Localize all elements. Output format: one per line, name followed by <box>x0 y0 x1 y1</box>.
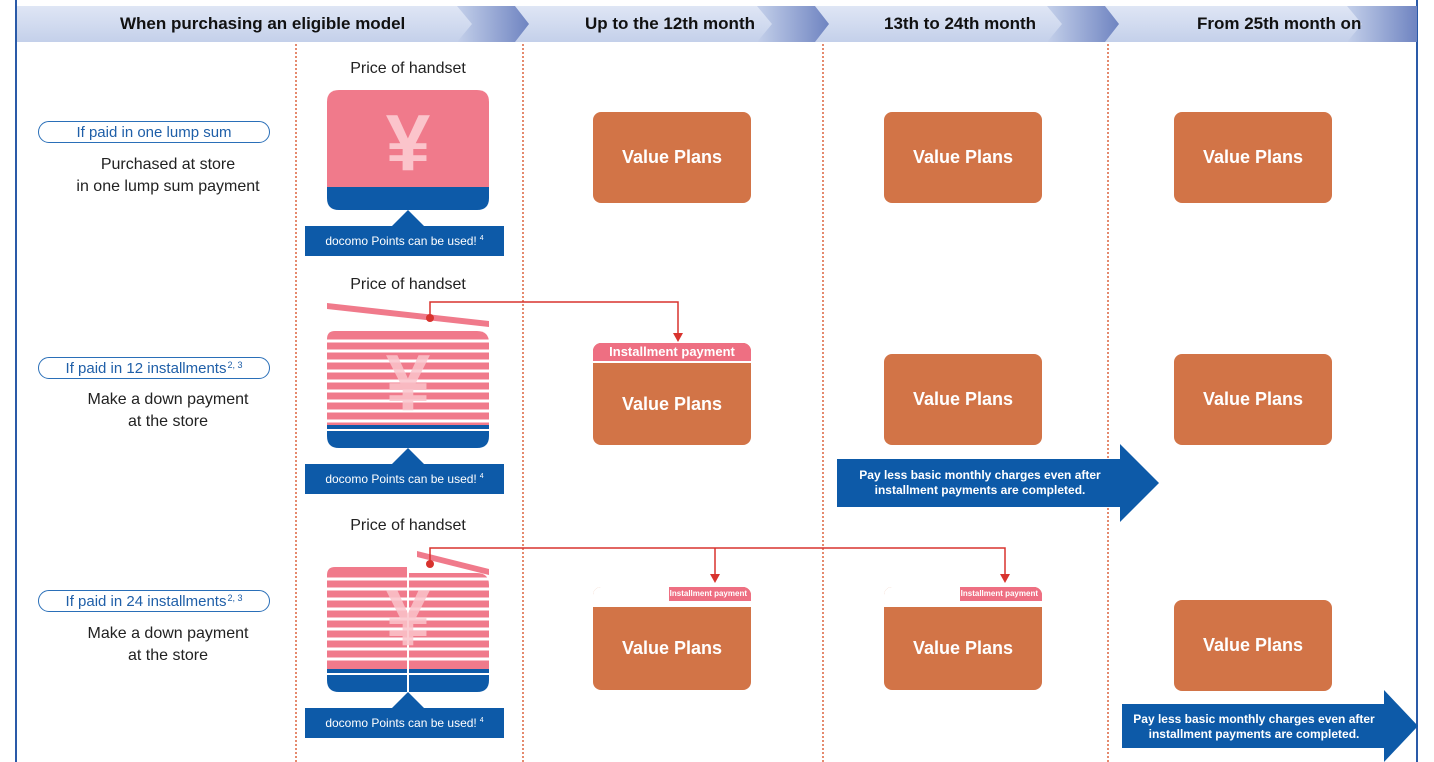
tag-separator <box>593 601 751 607</box>
points-footnote: 4 <box>479 234 484 242</box>
header-col-13-24: 13th to 24th month <box>884 14 1037 33</box>
savings-arrow-text: Pay less basic monthly charges even afte… <box>845 468 1115 498</box>
description-line: Purchased at store <box>100 156 236 173</box>
description-line: in one lump sum payment <box>76 178 260 195</box>
tag-separator <box>593 361 751 363</box>
tag-separator <box>884 601 1042 607</box>
arrow-text-line: installment payments are completed. <box>874 483 1086 497</box>
description-line: Make a down payment <box>87 391 249 408</box>
value-plans-installment-box: Installment payment Value Plans <box>593 587 751 690</box>
value-plans-box: Value Plans <box>1174 354 1332 445</box>
column-divider <box>295 44 297 762</box>
points-text: docomo Points can be used! <box>325 234 477 248</box>
installment-tag: Installment payment <box>593 587 751 601</box>
handset-installment-icon <box>327 303 489 448</box>
value-plans-label: Value Plans <box>621 393 723 414</box>
value-plans-label: Value Plans <box>621 638 723 658</box>
pill-footnote: 2, 3 <box>227 360 243 370</box>
handset-installment-icon <box>327 547 489 692</box>
row-description: Make a down payment at the store <box>43 389 293 433</box>
header-col-12th: Up to the 12th month <box>585 14 755 33</box>
row-description: Purchased at store in one lump sum payme… <box>43 154 293 198</box>
points-footnote: 4 <box>479 716 484 724</box>
installment-tag-text: Installment payment <box>960 589 1038 598</box>
column-divider <box>822 44 824 762</box>
savings-arrow <box>1122 690 1418 762</box>
value-plans-box: Value Plans <box>1174 600 1332 691</box>
installment-connector <box>426 301 683 342</box>
points-text: docomo Points can be used! <box>325 472 477 486</box>
payment-option-pill: If paid in one lump sum <box>38 121 270 143</box>
points-footnote: 4 <box>479 472 484 480</box>
savings-arrow-text: Pay less basic monthly charges even afte… <box>1122 712 1386 742</box>
pill-label: If paid in 24 installments <box>65 592 227 610</box>
description-line: Make a down payment <box>87 625 249 642</box>
arrow-text-line: Pay less basic monthly charges even afte… <box>1133 712 1375 726</box>
description-line: at the store <box>127 413 209 430</box>
yen-symbol: ¥ <box>385 573 431 662</box>
header-bar <box>17 6 1417 42</box>
points-pointer <box>392 448 424 464</box>
savings-arrow <box>837 444 1159 522</box>
price-of-handset-label: Price of handset <box>350 276 466 293</box>
row-description: Make a down payment at the store <box>43 623 293 667</box>
price-of-handset-label: Price of handset <box>350 60 466 77</box>
diagram-frame <box>15 0 1418 762</box>
arrow-text-line: installment payments are completed. <box>1148 727 1360 741</box>
docomo-points-banner: docomo Points can be used!4 <box>305 226 504 256</box>
column-divider <box>1107 44 1109 762</box>
pill-label: If paid in 12 installments <box>65 359 227 377</box>
value-plans-installment-box: Installment payment Value Plans <box>593 343 751 445</box>
pill-footnote: 2, 3 <box>227 593 243 603</box>
installment-tag: Installment payment <box>884 587 1042 601</box>
value-plans-installment-box: Installment payment Value Plans <box>884 587 1042 690</box>
value-plans-box: Value Plans <box>884 112 1042 203</box>
header-col-purchase: When purchasing an eligible model <box>120 14 406 33</box>
price-of-handset-label: Price of handset <box>350 517 466 534</box>
points-text: docomo Points can be used! <box>325 716 477 730</box>
value-plans-box: Value Plans <box>593 112 751 203</box>
header-col-25-on: From 25th month on <box>1197 14 1362 33</box>
points-pointer <box>392 692 424 708</box>
yen-symbol: ¥ <box>385 338 431 427</box>
installment-connector <box>426 547 1010 583</box>
arrow-text-line: Pay less basic monthly charges even afte… <box>859 468 1101 482</box>
value-plans-box: Value Plans <box>884 354 1042 445</box>
points-pointer <box>392 210 424 226</box>
pill-label: If paid in one lump sum <box>76 123 232 141</box>
docomo-points-banner: docomo Points can be used!4 <box>305 708 504 738</box>
installment-tag: Installment payment <box>593 343 751 361</box>
docomo-points-banner: docomo Points can be used!4 <box>305 464 504 494</box>
column-divider <box>522 44 524 762</box>
installment-tag-text: Installment payment <box>669 589 747 598</box>
yen-symbol: ¥ <box>385 98 431 187</box>
description-line: at the store <box>127 647 209 664</box>
handset-price-icon <box>327 90 489 210</box>
value-plans-box: Value Plans <box>1174 112 1332 203</box>
value-plans-label: Value Plans <box>912 638 1014 658</box>
